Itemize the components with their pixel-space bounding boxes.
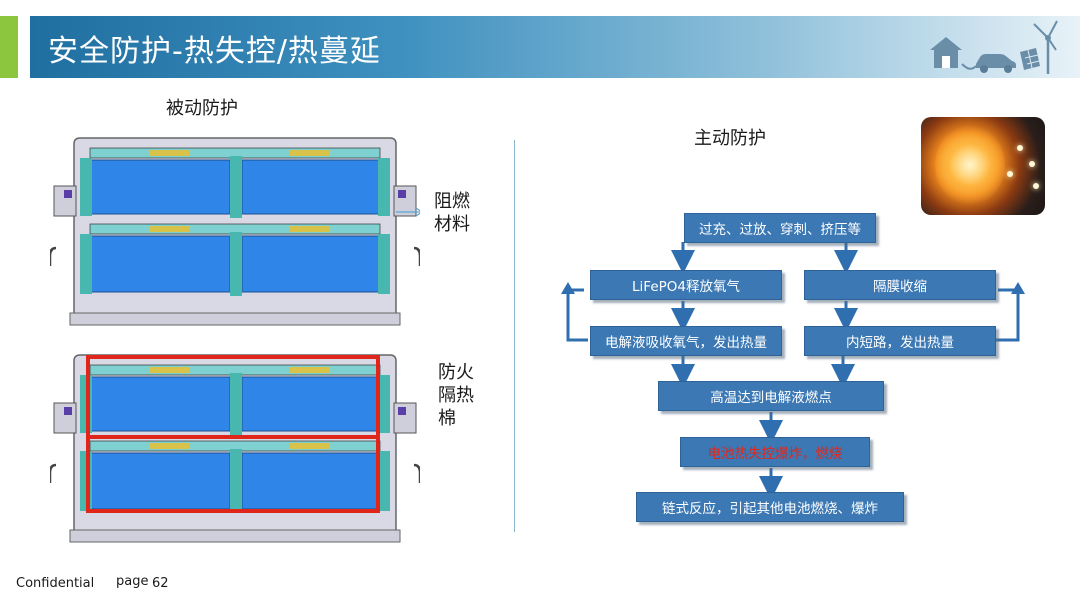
page-title: 安全防护-热失控/热蔓延 xyxy=(48,34,381,69)
title-band: 安全防护-热失控/热蔓延 xyxy=(30,16,1080,78)
section-divider xyxy=(514,140,515,532)
flow-ignition-box: 高温达到电解液燃点 xyxy=(658,381,884,411)
page-label: page xyxy=(116,574,149,589)
flame-retardant-label: 阻燃 材料 xyxy=(434,191,470,235)
battery-pack-bottom-diagram xyxy=(50,354,420,543)
fire-insulation-outline xyxy=(86,355,380,513)
flow-electrolyte-heat-box: 电解液吸收氧气，发出热量 xyxy=(590,326,782,356)
page-number: 62 xyxy=(152,576,169,591)
fire-insulation-label: 防火 隔热 棉 xyxy=(438,362,474,429)
cell-modules-lower xyxy=(80,440,390,513)
flow-cause-box: 过充、过放、穿刺、挤压等 xyxy=(684,213,876,243)
active-protection-heading: 主动防护 xyxy=(694,128,766,149)
flow-arrows xyxy=(561,242,1025,500)
flow-short-circuit-box: 内短路，发出热量 xyxy=(804,326,996,356)
flow-explosion-box: 电池热失控爆炸，燃烧 xyxy=(680,437,870,467)
solar-panel-icon xyxy=(1020,48,1040,70)
flow-chain-reaction-box: 链式反应，引起其他电池燃烧、爆炸 xyxy=(636,492,904,522)
flow-separator-shrink-box: 隔膜收缩 xyxy=(804,270,996,300)
energy-decoration xyxy=(930,20,1058,74)
car-icon xyxy=(976,54,1016,73)
wind-turbine-icon xyxy=(1033,20,1058,74)
house-icon xyxy=(930,37,962,68)
cell-modules-lower xyxy=(80,223,390,296)
passive-protection-heading: 被动防护 xyxy=(166,98,238,119)
flame-retardant-pointer xyxy=(396,207,420,217)
fire-photo xyxy=(921,117,1045,215)
confidential-label: Confidential xyxy=(16,576,95,591)
title-accent-bar xyxy=(0,16,18,78)
cell-modules-upper xyxy=(80,147,390,218)
flow-oxygen-release-box: LiFePO4释放氧气 xyxy=(590,270,782,300)
battery-pack-top-diagram xyxy=(50,137,420,326)
